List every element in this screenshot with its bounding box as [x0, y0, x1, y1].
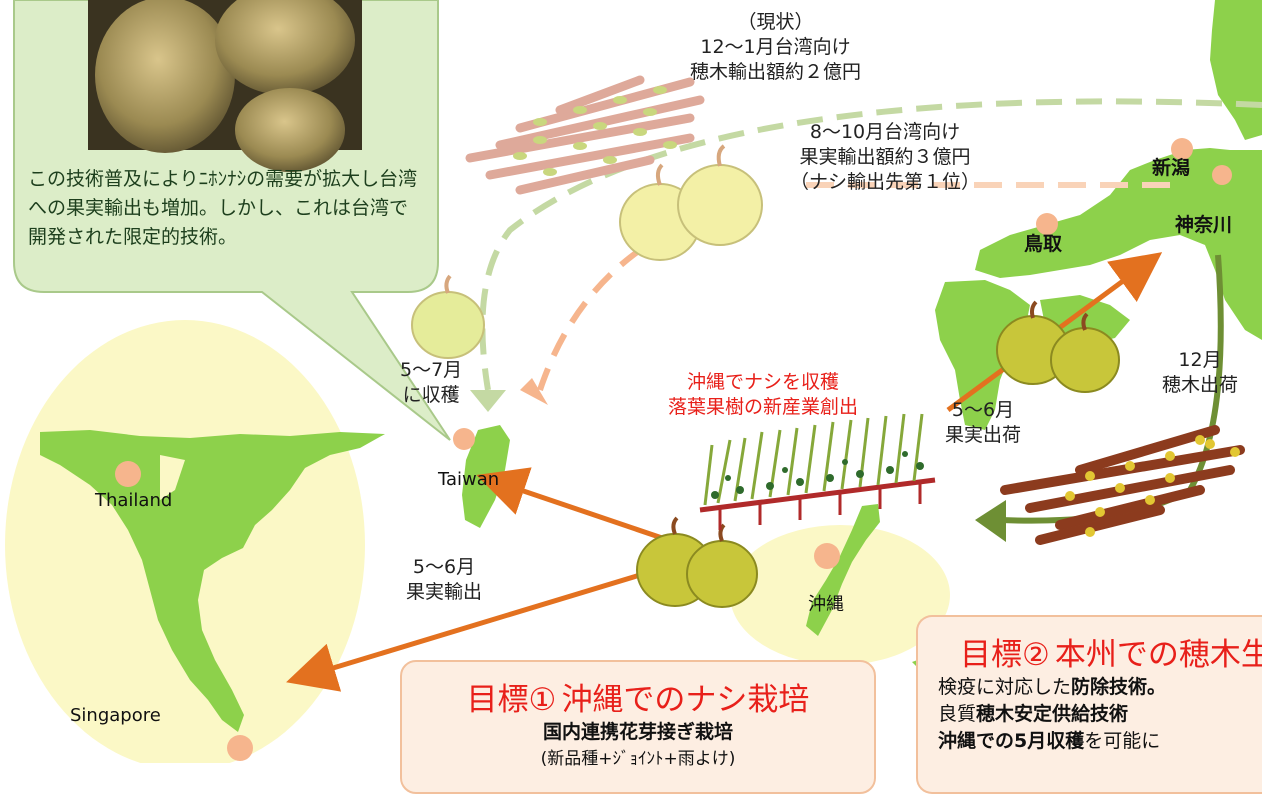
scion-export-arrowhead — [470, 390, 506, 412]
thailand-label: Thailand — [95, 490, 173, 511]
scion-shipping-arrowhead — [975, 500, 1006, 542]
okinawa-halo — [730, 525, 950, 665]
pear-orchard — [699, 413, 936, 530]
fruit-shipping-label: 5～6月 果実出荷 — [945, 399, 1022, 446]
fruit-export-arrowhead — [520, 378, 548, 405]
niigata-label: 新潟 — [1152, 157, 1191, 179]
goal1-title: 目標① 沖縄でのナシ栽培 — [466, 682, 810, 718]
scion-bundle-top — [465, 75, 705, 195]
pear-pair-okinawa — [636, 516, 758, 608]
fruit-export-label: 8～10月台湾向け 果実輸出額約３億円 （ナシ輸出先第１位） — [790, 121, 981, 193]
pear-pair-japan — [996, 300, 1120, 393]
niigata-dot — [1171, 138, 1193, 160]
fruit-export-asia-label: 5～6月 果実輸出 — [406, 556, 483, 603]
fruit-export-dashed-arc — [537, 247, 642, 391]
goal1-box: 目標① 沖縄でのナシ栽培 国内連携花芽接ぎ栽培 (新品種+ｼﾞｮｲﾝﾄ+雨よけ) — [400, 660, 876, 794]
scion-buds-right — [1065, 435, 1240, 537]
scion-buds-top — [513, 86, 677, 176]
city-dots — [115, 138, 1232, 761]
goal2-line1: 検疫に対応した防除技術。 — [938, 676, 1167, 698]
scion-shipping-label: 12月 穂木出荷 — [1162, 349, 1239, 396]
goal2-box: 目標② 本州での穂木生 検疫に対応した防除技術。 良質穂木安定供給技術 沖縄での… — [916, 615, 1262, 794]
pear-pair-light — [619, 144, 763, 261]
diagram-graphics — [5, 0, 1262, 763]
bubble-text: この技術普及によりﾆﾎﾝﾅｼの需要が拡大し台湾への果実輸出も増加。しかし、これは… — [28, 168, 418, 248]
thailand-dot — [115, 461, 141, 487]
fruit-to-taiwan-arrow — [476, 467, 669, 543]
taiwan-label: Taiwan — [438, 469, 500, 490]
tottori-label: 鳥取 — [1024, 233, 1063, 255]
goal1-line1: 国内連携花芽接ぎ栽培 — [542, 721, 733, 743]
pear-photo — [88, 0, 362, 172]
kanagawa-label: 神奈川 — [1175, 214, 1233, 236]
scion-bundle-right — [1000, 425, 1245, 545]
singapore-dot — [227, 735, 253, 761]
goal2-title: 目標② 本州での穂木生 — [960, 637, 1262, 673]
pear-single-light — [411, 274, 485, 359]
taiwan-dot — [453, 428, 475, 450]
diagram-stage: この技術普及によりﾆﾎﾝﾅｼの需要が拡大し台湾への果実輸出も増加。しかし、これは… — [5, 0, 1262, 794]
okinawa-dot — [814, 543, 840, 569]
kanagawa-dot — [1212, 165, 1232, 185]
okinawa-island — [806, 504, 880, 636]
tottori-dot — [1036, 213, 1058, 235]
current-status-label: （現状） 12～1月台湾向け 穂木輸出額約２億円 — [690, 11, 862, 83]
okinawa-harvest-label: 沖縄でナシを収穫 落葉果樹の新産業創出 — [668, 371, 859, 418]
okinawa-label: 沖縄 — [808, 594, 844, 615]
southeast-asia-map — [40, 430, 385, 732]
goal2-line3: 沖縄での5月収穫を可能に — [938, 730, 1161, 752]
singapore-label: Singapore — [70, 705, 161, 726]
fruit-to-singapore-arrow — [286, 572, 641, 692]
goal1-line2: (新品種+ｼﾞｮｲﾝﾄ+雨よけ) — [540, 749, 736, 769]
goal2-line2: 良質穂木安定供給技術 — [938, 703, 1129, 725]
taiwan-harvest-label: 5～7月 に収穫 — [400, 359, 463, 406]
